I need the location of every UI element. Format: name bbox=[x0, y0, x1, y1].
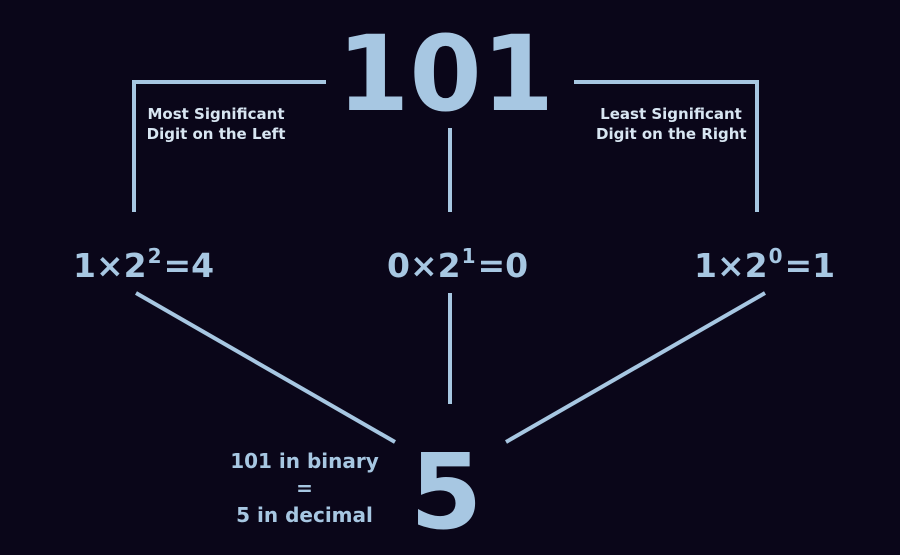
term-times: × bbox=[95, 246, 124, 285]
term-equals: = bbox=[784, 246, 813, 285]
least-significant-line1: Least Significant bbox=[600, 105, 742, 123]
term-base: 2 bbox=[744, 246, 768, 285]
bracket-right bbox=[574, 80, 759, 212]
term-equals: = bbox=[477, 246, 506, 285]
term-digit: 1 bbox=[694, 246, 717, 285]
term-digit: 0 bbox=[387, 246, 410, 285]
connector-left-bottom bbox=[135, 291, 396, 444]
term-result: 4 bbox=[191, 246, 215, 285]
decimal-number: 5 bbox=[410, 431, 483, 553]
conversion-summary: 101 in binary = 5 in decimal bbox=[222, 448, 387, 529]
term-base: 2 bbox=[123, 246, 147, 285]
term-digit: 1 bbox=[73, 246, 96, 285]
least-significant-line2: Digit on the Right bbox=[596, 125, 747, 143]
term-base: 2 bbox=[437, 246, 461, 285]
term-times: × bbox=[716, 246, 745, 285]
connector-right-bottom bbox=[505, 291, 766, 444]
summary-line3: 5 in decimal bbox=[236, 503, 373, 527]
term-exponent: 2 bbox=[147, 244, 162, 268]
most-significant-note: Most Significant Digit on the Left bbox=[146, 104, 286, 144]
binary-number: 101 bbox=[337, 13, 555, 135]
most-significant-line1: Most Significant bbox=[147, 105, 285, 123]
term-result: 0 bbox=[505, 246, 529, 285]
most-significant-line2: Digit on the Left bbox=[146, 125, 286, 143]
summary-line1: 101 in binary bbox=[230, 449, 379, 473]
term-digit-0: 1×20=1 bbox=[694, 246, 836, 285]
term-equals: = bbox=[163, 246, 192, 285]
bracket-left bbox=[132, 80, 326, 212]
least-significant-note: Least Significant Digit on the Right bbox=[596, 104, 747, 144]
term-digit-2: 1×22=4 bbox=[73, 246, 215, 285]
summary-line2: = bbox=[296, 476, 313, 500]
term-result: 1 bbox=[812, 246, 836, 285]
term-exponent: 1 bbox=[461, 244, 476, 268]
term-times: × bbox=[409, 246, 438, 285]
term-digit-1: 0×21=0 bbox=[387, 246, 529, 285]
term-exponent: 0 bbox=[768, 244, 783, 268]
